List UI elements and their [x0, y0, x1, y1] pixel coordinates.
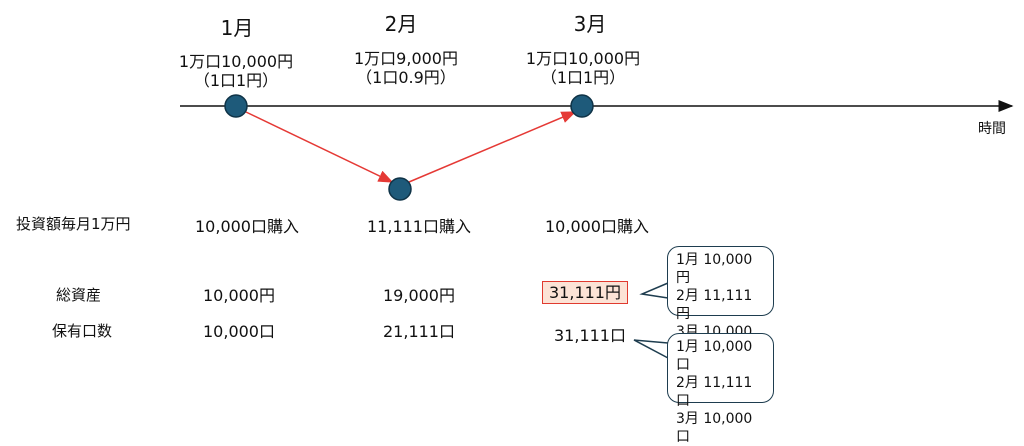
callout-units-line: 3月 10,000口	[676, 411, 753, 445]
arrow-feb-mar	[408, 111, 577, 183]
units-feb: 21,111口	[383, 322, 455, 341]
timeline-diagram	[180, 94, 1014, 359]
callout-units-tail	[633, 339, 669, 359]
units-mar: 31,111口	[554, 326, 626, 345]
month-2-label: 2月	[384, 12, 418, 36]
arrow-jan-feb	[245, 111, 394, 183]
node-jan	[224, 94, 248, 118]
assets-jan: 10,000円	[203, 286, 275, 305]
month-1-unit: （1口1円）	[193, 71, 279, 90]
month-1-label: 1月	[220, 16, 254, 40]
units-jan: 10,000口	[203, 322, 275, 341]
month-2-unit: （1口0.9円）	[356, 68, 456, 87]
assets-mar: 31,111円	[542, 281, 628, 304]
node-mar	[570, 94, 594, 118]
callout-units-line: 1月 10,000口	[676, 339, 753, 373]
row-label-assets: 総資産	[56, 286, 102, 304]
month-1-price: 1万口10,000円	[178, 52, 294, 71]
month-3-label: 3月	[573, 12, 607, 36]
purchase-jan: 10,000口購入	[195, 217, 299, 236]
callout-assets-line: 1月 10,000円	[676, 252, 753, 286]
row-label-units: 保有口数	[52, 322, 113, 340]
purchase-mar: 10,000口購入	[545, 217, 649, 236]
callout-assets-tail	[639, 282, 669, 299]
assets-feb: 19,000円	[383, 286, 455, 305]
assets-mar-highlight: 31,111円	[542, 279, 628, 304]
month-3-price: 1万口10,000円	[525, 49, 641, 68]
callout-units-line: 2月 11,111口	[676, 375, 753, 409]
month-3-unit: （1口1円）	[540, 68, 626, 87]
row-label-purchase: 投資額毎月1万円	[16, 215, 131, 233]
callout-assets: 1月 10,000円 2月 11,111円 3月 10,000円	[667, 246, 774, 358]
axis-label: 時間	[978, 121, 1006, 137]
purchase-feb: 11,111口購入	[367, 217, 471, 236]
node-feb	[388, 177, 412, 201]
callout-assets-line: 2月 11,111円	[676, 288, 753, 322]
callout-units: 1月 10,000口 2月 11,111口 3月 10,000口	[667, 333, 774, 445]
month-2-price: 1万口9,000円	[354, 49, 458, 68]
